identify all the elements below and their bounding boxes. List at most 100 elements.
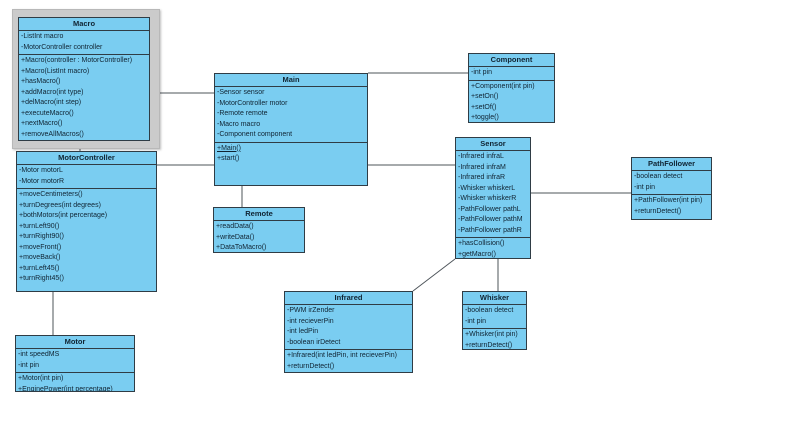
class-pathfollower[interactable]: PathFollower -boolean detect -int pin +Path… <box>631 157 712 220</box>
attribute-row: -PWM irZender <box>287 307 335 314</box>
class-title-remote: Remote <box>214 208 304 221</box>
method-row: +moveCentimeters() <box>19 191 83 198</box>
attribute-row: -Whisker whiskerL <box>458 184 516 192</box>
attribute-row: -Remote remote <box>217 110 268 117</box>
class-attributes-sensor: -Infrared infraL -Infrared infraM -Infrare… <box>456 151 530 238</box>
class-methods-macro: +Macro(controller : MotorController) +Mac… <box>19 55 149 140</box>
attribute-row: -int recieverPin <box>287 317 334 325</box>
class-methods-component: +Component(int pin)+setOn()+setOf()+togg… <box>469 81 554 123</box>
class-title-motorcontroller: MotorController <box>17 152 156 165</box>
method-row: +start() <box>217 155 240 162</box>
attribute-row: -int speedMS <box>18 351 60 358</box>
method-row: +Macro(ListInt macro) <box>21 67 90 75</box>
method-row: +setOf() <box>471 103 497 111</box>
attribute-row: -int pin <box>471 69 493 76</box>
method-row: +writeData() <box>216 233 255 241</box>
class-motorcontroller[interactable]: MotorController-Motor motorL-Motor motor… <box>16 151 157 292</box>
class-title-macro: Macro <box>19 18 149 31</box>
class-methods-motor: +Motor(int pin) +EnginePower(int percenta… <box>16 373 134 392</box>
method-row: +moveBack() <box>19 254 61 261</box>
class-sensor[interactable]: Sensor-Infrared infraL-Infrared infraM-I… <box>455 137 531 259</box>
attribute-row: -PathFollower pathL <box>458 205 521 213</box>
method-row: +returnDetect() <box>465 341 513 349</box>
class-main[interactable]: Main -Sensor sensor -MotorController motor… <box>214 73 368 186</box>
class-title-whisker: Whisker <box>463 292 526 305</box>
method-row: +Whisker(int pin) <box>465 331 518 338</box>
attribute-row: -Motor motorR <box>19 177 65 185</box>
class-infrared[interactable]: Infrared -PWM irZender -int recieverPin -in… <box>284 291 413 373</box>
method-row: +EnginePower(int percentage) <box>18 385 113 392</box>
attribute-row: -Sensor sensor <box>217 89 265 96</box>
attribute-row: -PathFollower pathM <box>458 216 523 223</box>
class-remote[interactable]: Remote +readData() +writeData() +DataToMacr… <box>213 207 305 253</box>
class-title-main: Main <box>215 74 367 87</box>
method-row: +nextMacro() <box>21 120 63 127</box>
attribute-row: -int pin <box>18 361 40 369</box>
class-attributes-motor: -int speedMS -int pin <box>16 349 134 373</box>
method-row: +turnLeft45() <box>19 264 60 272</box>
class-attributes-component: -int pin <box>469 67 554 81</box>
attribute-row: -Infrared infraR <box>458 174 506 181</box>
attribute-row: -int pin <box>465 317 487 325</box>
connector-sensor-infrared[interactable] <box>412 258 456 292</box>
attribute-row: -boolean detect <box>634 173 683 180</box>
class-attributes-pathfollower: -boolean detect -int pin <box>632 171 711 195</box>
attribute-row: -Macro macro <box>217 120 261 128</box>
class-methods-main: +Main() +start() <box>215 143 367 186</box>
class-methods-remote: +readData() +writeData() +DataToMacro() <box>214 221 304 252</box>
method-row: +readData() <box>216 223 254 230</box>
class-component[interactable]: Component-int pin+Component(int pin)+set… <box>468 53 555 123</box>
class-methods-pathfollower: +PathFollower(int pin) +returnDetect() <box>632 195 711 219</box>
class-motor[interactable]: Motor -int speedMS -int pin +Motor(int pin)… <box>15 335 135 392</box>
method-row: +turnRight90() <box>19 233 64 240</box>
attribute-row: -Infrared infraM <box>458 163 506 171</box>
attribute-row: -int pin <box>634 183 656 191</box>
class-title-motor: Motor <box>16 336 134 349</box>
method-row: +Main() <box>217 144 241 152</box>
method-row: +Motor(int pin) <box>18 375 64 382</box>
method-row: +hasMacro() <box>21 78 61 85</box>
attribute-row: -MotorController motor <box>217 99 288 107</box>
class-methods-sensor: +hasCollision()+getMacro() <box>456 238 530 258</box>
attribute-row: -Infrared infraL <box>458 153 504 160</box>
class-title-sensor: Sensor <box>456 138 530 151</box>
method-row: +turnDegrees(int degrees) <box>19 201 101 209</box>
method-row: +returnDetect() <box>287 362 335 370</box>
method-row: +Component(int pin) <box>471 82 535 90</box>
method-row: +Macro(controller : MotorController) <box>21 57 133 64</box>
class-methods-whisker: +Whisker(int pin) +returnDetect() <box>463 329 526 349</box>
class-whisker[interactable]: Whisker -boolean detect -int pin +Whisker(i… <box>462 291 527 350</box>
method-row: +toggle() <box>471 114 499 121</box>
method-row: +addMacro(int type) <box>21 88 84 96</box>
attribute-row: -int ledPin <box>287 328 319 335</box>
method-row: +Infrared(int ledPin, int recieverPin) <box>287 352 397 359</box>
class-attributes-infrared: -PWM irZender -int recieverPin -int ledPin… <box>285 305 412 350</box>
attribute-row: -ListInt macro <box>21 33 64 40</box>
method-row: +turnLeft90() <box>19 222 60 230</box>
method-row: +DataToMacro() <box>216 244 267 251</box>
method-row: +hasCollision() <box>458 240 505 247</box>
method-row: +delMacro(int step) <box>21 99 82 106</box>
class-methods-motorcontroller: +moveCentimeters() +turnDegrees(int degre… <box>17 189 156 291</box>
class-title-infrared: Infrared <box>285 292 412 305</box>
attribute-row: -PathFollower pathR <box>458 226 522 234</box>
method-row: +returnDetect() <box>634 207 682 215</box>
attribute-row: -boolean irDetect <box>287 338 341 346</box>
class-attributes-macro: -ListInt macro-MotorController controlle… <box>19 31 149 55</box>
method-row: +PathFollower(int pin) <box>634 197 703 204</box>
method-row: +removeAllMacros() <box>21 130 84 138</box>
class-title-component: Component <box>469 54 554 67</box>
method-row: +bothMotors(int percentage) <box>19 212 108 219</box>
class-attributes-whisker: -boolean detect -int pin <box>463 305 526 329</box>
class-attributes-motorcontroller: -Motor motorL-Motor motorR <box>17 165 156 189</box>
method-row: +turnRight45() <box>19 275 64 282</box>
class-methods-infrared: +Infrared(int ledPin, int recieverPin) +r… <box>285 350 412 372</box>
class-title-pathfollower: PathFollower <box>632 158 711 171</box>
attribute-row: -boolean detect <box>465 307 514 314</box>
attribute-row: -Whisker whiskerR <box>458 195 517 202</box>
class-macro[interactable]: Macro-ListInt macro-MotorController cont… <box>18 17 150 141</box>
method-row: +executeMacro() <box>21 109 74 117</box>
attribute-row: -Component component <box>217 131 293 138</box>
